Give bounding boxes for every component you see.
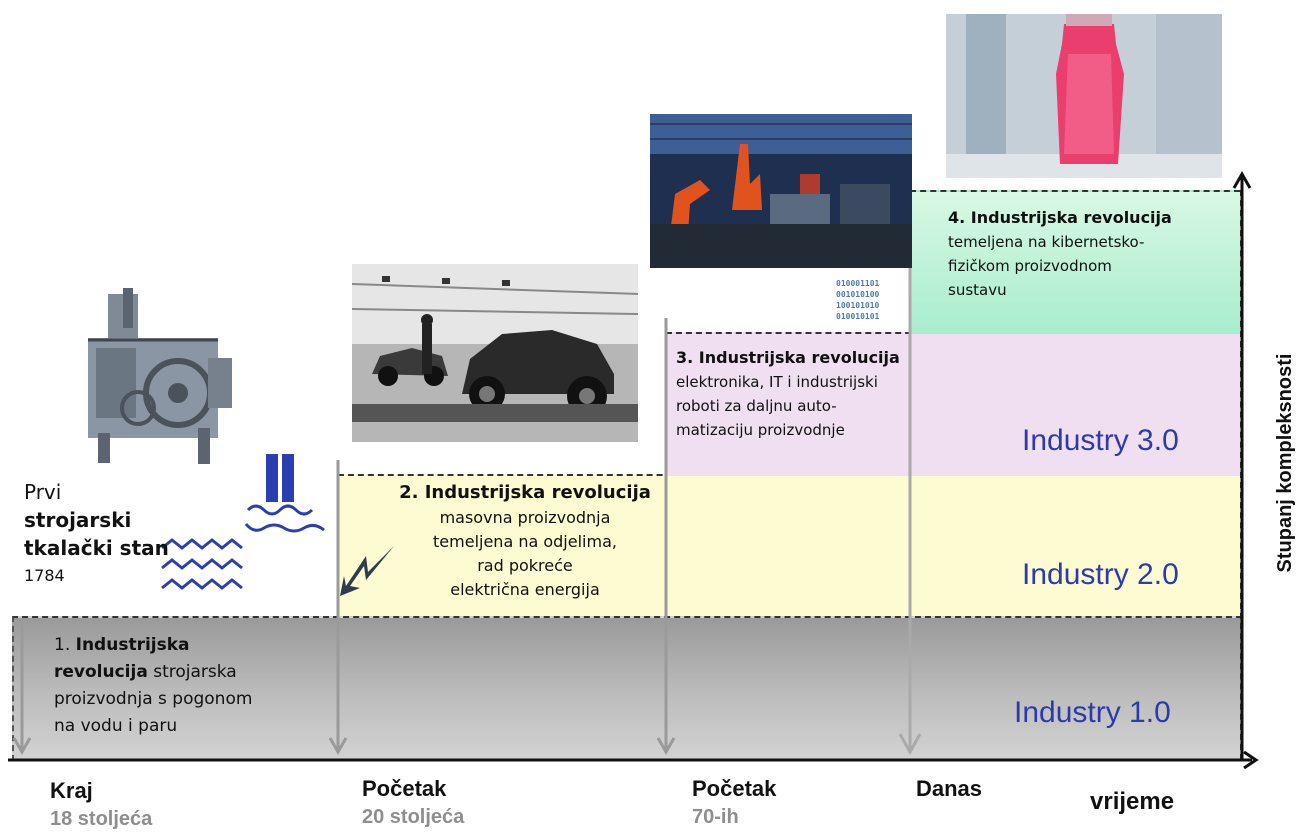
- timeline-divider-lines: [12, 176, 922, 756]
- stage-2-title: 2. Industrijska revolucija: [399, 482, 651, 503]
- time-sub-3: 70-ih: [692, 806, 739, 828]
- loom-year: 1784: [24, 566, 65, 585]
- robots-photo: [650, 114, 912, 268]
- stage-4-line-3: sustavu: [948, 281, 1007, 299]
- time-sub-1: 18 stoljeća: [50, 808, 153, 830]
- stage-3-description: 3. Industrijska revolucija elektronika, …: [676, 346, 936, 442]
- stage-3-line-2: roboti za daljnu auto-: [676, 397, 837, 415]
- assembly-line-photo: [352, 264, 638, 442]
- loom-caption: Prvi strojarski tkalački stan 1784: [24, 478, 169, 590]
- time-label-4: Danas: [916, 776, 983, 801]
- y-axis-label: Stupanj kompleksnosti: [1274, 353, 1296, 573]
- time-label-2: Početak: [362, 776, 447, 801]
- x-axis-arrowhead: [1243, 750, 1259, 770]
- binary-code: 010001101 001010100 100101010 010010101: [836, 279, 880, 321]
- industry-1-label: Industry 1.0: [1014, 696, 1171, 729]
- smart-factory-photo: [946, 14, 1222, 178]
- band-industry-3: [666, 332, 1240, 476]
- band-industry-4: [910, 190, 1240, 334]
- stage-1-desc-1: strojarska: [153, 662, 237, 682]
- stage-2-line-3: rad pokreće: [477, 556, 573, 575]
- x-axis-label: vrijeme: [1090, 788, 1175, 815]
- band-industry-2: [338, 474, 1240, 618]
- stage-3-title: 3. Industrijska revolucija: [676, 348, 900, 367]
- time-label-3: Početak: [692, 776, 777, 801]
- stage-1-number: 1.: [54, 635, 76, 655]
- time-sub-2: 20 stoljeća: [362, 806, 465, 828]
- stage-3-line-1: elektronika, IT i industrijski: [676, 373, 878, 391]
- water-wave-icon: [160, 538, 244, 600]
- stage-1-description: 1. Industrijska revolucija strojarska pr…: [54, 632, 252, 740]
- stage-4-line-1: temeljena na kibernetsko-: [948, 233, 1145, 251]
- industry-2-label: Industry 2.0: [1022, 558, 1179, 591]
- stage-4-line-2: fizičkom proizvodnom: [948, 257, 1112, 275]
- stage-3-line-3: matizaciju proizvodnje: [676, 421, 845, 439]
- stage-1-title-word: Industrijska: [75, 635, 190, 655]
- band-industry-1: [12, 616, 1242, 761]
- stage-1-desc-3: na vodu i paru: [54, 716, 178, 736]
- stage-2-description: 2. Industrijska revolucija masovna proiz…: [380, 480, 670, 602]
- loom-line-3: tkalački stan: [24, 536, 169, 560]
- y-axis-arrowhead: [1232, 170, 1252, 189]
- time-label-1: Kraj: [50, 778, 93, 803]
- stage-1-title-word2: revolucija: [54, 662, 148, 682]
- water-mill-icon: [242, 454, 330, 544]
- lightning-icon: [340, 542, 400, 598]
- industry-3-label: Industry 3.0: [1022, 424, 1179, 457]
- loom-line-1: Prvi: [24, 480, 62, 504]
- loom-image: [68, 288, 248, 466]
- stage-4-title: 4. Industrijska revolucija: [948, 208, 1172, 227]
- loom-line-2: strojarski: [24, 508, 132, 532]
- stage-4-description: 4. Industrijska revolucija temeljena na …: [948, 206, 1228, 302]
- stage-2-line-4: električna energija: [450, 580, 600, 599]
- stage-2-line-1: masovna proizvodnja: [439, 508, 611, 527]
- stage-2-line-2: temeljena na odjelima,: [433, 532, 617, 551]
- stage-1-desc-2: proizvodnja s pogonom: [54, 689, 253, 709]
